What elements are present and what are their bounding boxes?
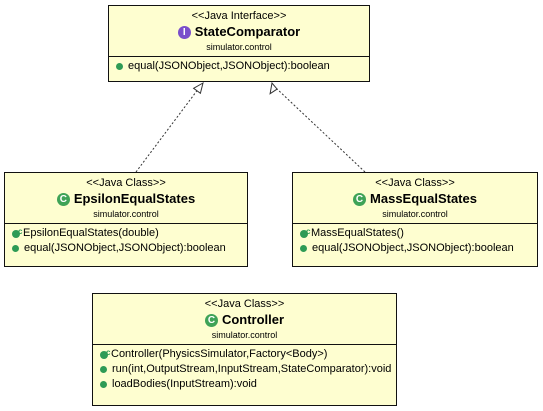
package-label: simulator.control xyxy=(93,209,159,219)
method-signature: loadBodies(InputStream):void xyxy=(112,378,257,390)
stereotype-label: <<Java Class>> xyxy=(204,298,285,310)
class-name: EpsilonEqualStates xyxy=(73,191,196,206)
controller-box[interactable]: <<Java Class>> C Controller simulator.co… xyxy=(92,293,397,406)
class-title: C MassEqualStates xyxy=(293,190,537,208)
public-method-icon xyxy=(100,366,107,373)
constructor-icon xyxy=(300,224,310,239)
class-icon: C xyxy=(353,192,367,206)
method-row[interactable]: loadBodies(InputStream):void xyxy=(93,377,396,392)
stereotype-label: <<Java Class>> xyxy=(86,177,166,189)
methods-compartment: equal(JSONObject,JSONObject):boolean xyxy=(109,57,369,76)
state-comparator-header: <<Java Interface>> I StateComparator sim… xyxy=(109,6,369,57)
state-comparator-box[interactable]: <<Java Interface>> I StateComparator sim… xyxy=(108,5,370,82)
class-name: Controller xyxy=(221,312,285,327)
controller-header: <<Java Class>> C Controller simulator.co… xyxy=(93,294,396,345)
method-signature: Controller(PhysicsSimulator,Factory<Body… xyxy=(111,348,328,360)
realization-arrowhead-epsilon xyxy=(192,81,204,95)
constructor-icon xyxy=(100,345,110,360)
epsilon-header: <<Java Class>> C EpsilonEqualStates simu… xyxy=(5,173,247,224)
public-method-icon xyxy=(116,63,123,70)
stereotype-label: <<Java Class>> xyxy=(375,177,455,189)
method-signature: run(int,OutputStream,InputStream,StateCo… xyxy=(112,363,392,375)
public-method-icon xyxy=(300,245,307,252)
class-title: C Controller xyxy=(93,311,396,329)
method-row[interactable]: equal(JSONObject,JSONObject):boolean xyxy=(5,241,247,256)
realization-line-mass xyxy=(275,87,366,173)
package-label: simulator.control xyxy=(211,330,278,340)
method-row[interactable]: equal(JSONObject,JSONObject):boolean xyxy=(293,241,537,256)
constructor-row[interactable]: MassEqualStates() xyxy=(293,224,537,241)
stereotype-label: <<Java Interface>> xyxy=(191,10,287,22)
public-method-icon xyxy=(100,381,107,388)
method-signature: EpsilonEqualStates(double) xyxy=(23,227,159,239)
method-row[interactable]: equal(JSONObject,JSONObject):boolean xyxy=(109,59,369,74)
methods-compartment: EpsilonEqualStates(double) equal(JSONObj… xyxy=(5,224,247,258)
class-icon: C xyxy=(204,313,218,327)
interface-name: StateComparator xyxy=(194,24,301,39)
realization-line-epsilon xyxy=(135,87,200,173)
realization-arrowhead-mass xyxy=(269,81,278,95)
method-signature: equal(JSONObject,JSONObject):boolean xyxy=(128,60,330,72)
method-signature: equal(JSONObject,JSONObject):boolean xyxy=(312,242,514,254)
method-signature: equal(JSONObject,JSONObject):boolean xyxy=(24,242,226,254)
methods-compartment: Controller(PhysicsSimulator,Factory<Body… xyxy=(93,345,396,394)
mass-equal-states-box[interactable]: <<Java Class>> C MassEqualStates simulat… xyxy=(292,172,538,267)
method-row[interactable]: run(int,OutputStream,InputStream,StateCo… xyxy=(93,362,396,377)
interface-icon: I xyxy=(177,25,191,39)
package-label: simulator.control xyxy=(206,42,272,52)
class-title: C EpsilonEqualStates xyxy=(5,190,247,208)
constructor-icon xyxy=(12,224,22,239)
class-name: MassEqualStates xyxy=(370,191,477,206)
methods-compartment: MassEqualStates() equal(JSONObject,JSONO… xyxy=(293,224,537,258)
method-signature: MassEqualStates() xyxy=(311,227,404,239)
class-icon: C xyxy=(56,192,70,206)
interface-title: I StateComparator xyxy=(109,23,369,41)
epsilon-equal-states-box[interactable]: <<Java Class>> C EpsilonEqualStates simu… xyxy=(4,172,248,267)
constructor-row[interactable]: Controller(PhysicsSimulator,Factory<Body… xyxy=(93,345,396,362)
public-method-icon xyxy=(12,245,19,252)
package-label: simulator.control xyxy=(382,209,448,219)
mass-header: <<Java Class>> C MassEqualStates simulat… xyxy=(293,173,537,224)
constructor-row[interactable]: EpsilonEqualStates(double) xyxy=(5,224,247,241)
